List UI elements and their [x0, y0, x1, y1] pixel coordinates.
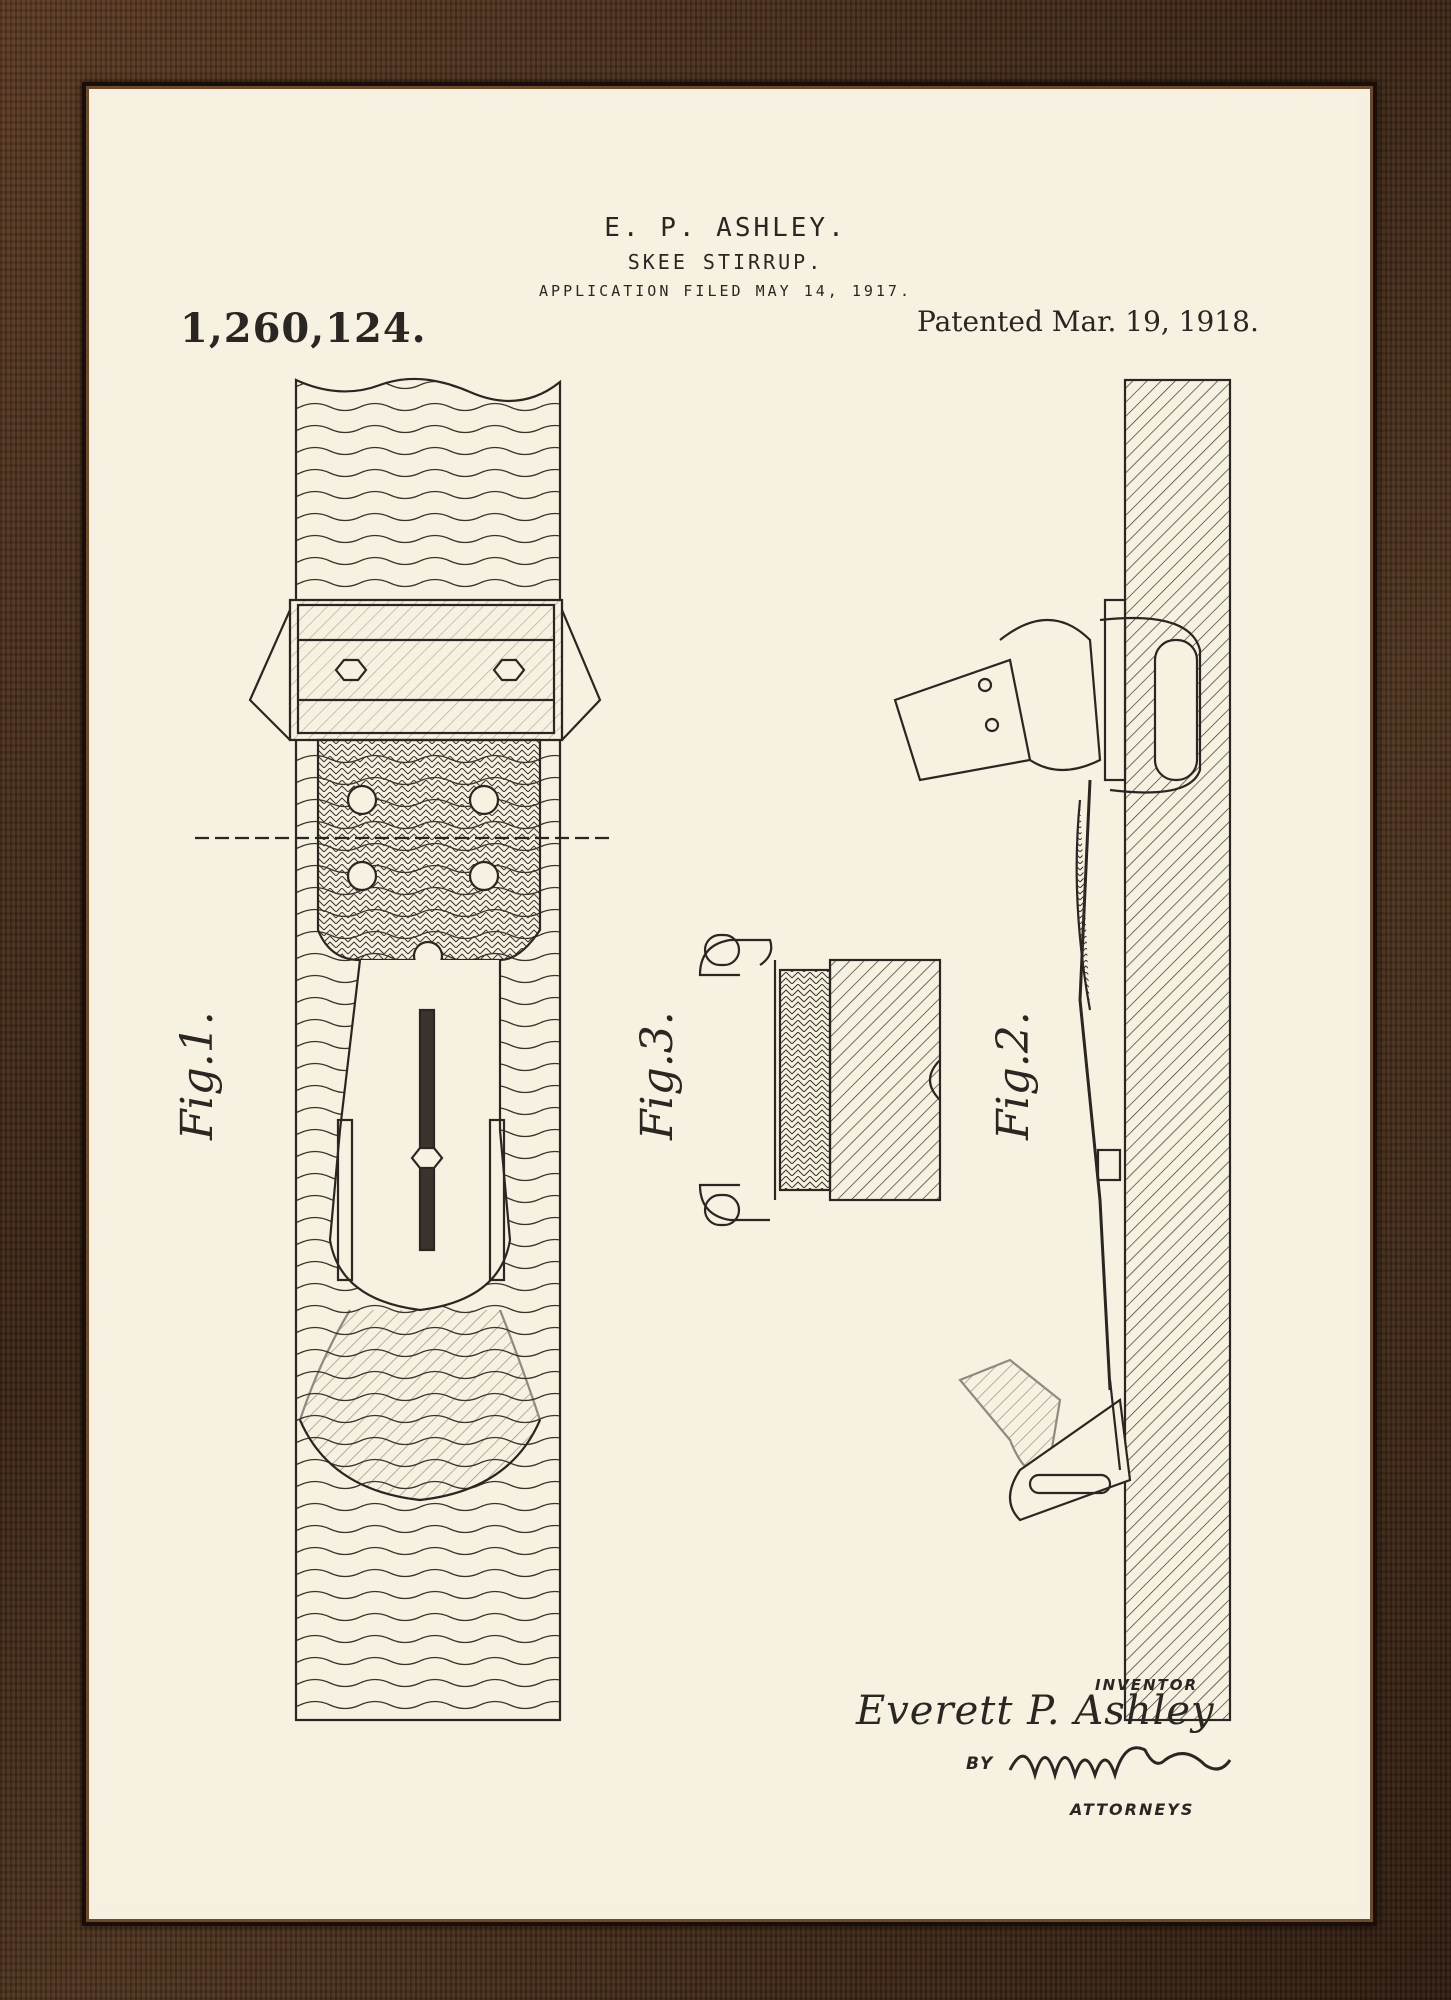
patent-date: Patented Mar. 19, 1918. [917, 305, 1259, 338]
fig3-drawing [698, 933, 942, 1227]
inventor-name: E. P. ASHLEY. [604, 213, 847, 243]
fig1-drawing [195, 377, 610, 1722]
fig1-label: Fig.1. [172, 1011, 223, 1141]
by-label: BY [966, 1754, 995, 1774]
inventor-label: INVENTOR [1095, 1676, 1199, 1694]
inventor-signature: Everett P. Ashley [856, 1688, 1215, 1734]
fig3-label: Fig.3. [632, 1011, 683, 1141]
patent-number: 1,260,124. [180, 305, 427, 352]
filing-date: APPLICATION FILED MAY 14, 1917. [539, 282, 912, 300]
attorney-signature [1008, 1746, 1232, 1781]
attorneys-label: ATTORNEYS [1070, 1800, 1195, 1819]
fig2-drawing [893, 378, 1232, 1722]
fig2-label: Fig.2. [988, 1011, 1039, 1141]
patent-title: SKEE STIRRUP. [627, 250, 824, 274]
